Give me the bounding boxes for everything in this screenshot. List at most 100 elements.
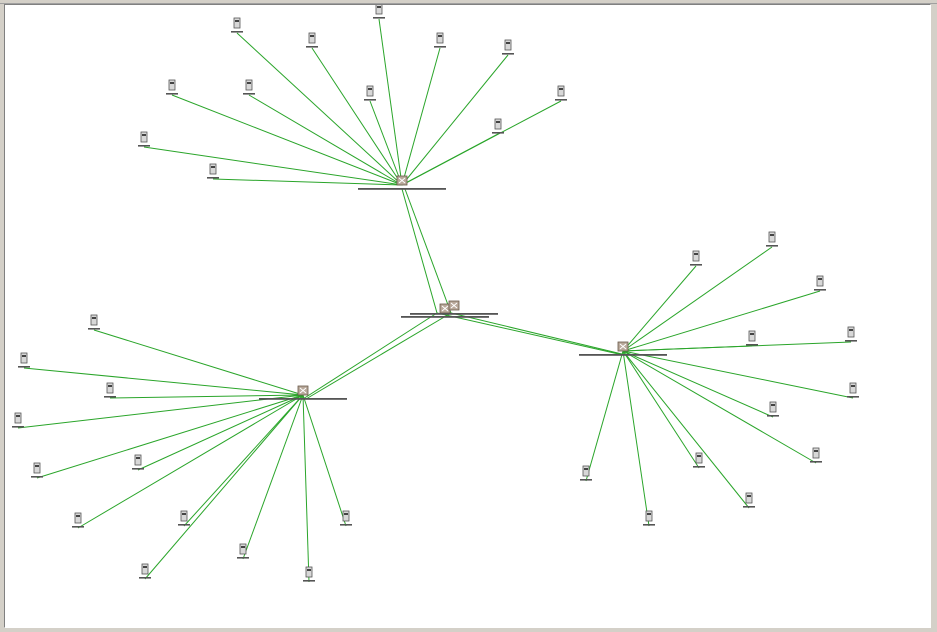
host-drive-slot bbox=[247, 82, 251, 84]
link-host-13 bbox=[23, 367, 304, 396]
host-tower-shape bbox=[769, 401, 777, 413]
host-computer-icon[interactable] bbox=[555, 85, 567, 101]
host-computer-icon[interactable] bbox=[166, 79, 178, 95]
host-label-mark bbox=[139, 577, 151, 579]
host-tower-shape bbox=[140, 131, 148, 143]
link-host-9 bbox=[401, 133, 499, 186]
host-label-mark bbox=[743, 506, 755, 508]
link-host-23 bbox=[302, 394, 310, 583]
host-label-mark bbox=[555, 99, 567, 101]
switch-cross-mark bbox=[441, 305, 449, 312]
network-topology-canvas[interactable] bbox=[4, 4, 931, 628]
host-tower-shape bbox=[816, 275, 824, 287]
host-tower-shape bbox=[233, 17, 241, 29]
host-computer-icon[interactable] bbox=[243, 79, 255, 95]
host-label-mark bbox=[766, 245, 778, 247]
host-tower-shape bbox=[106, 382, 114, 394]
host-computer-icon[interactable] bbox=[139, 563, 151, 579]
host-computer-icon[interactable] bbox=[306, 32, 318, 48]
link-host-24 bbox=[622, 246, 773, 352]
host-computer-icon[interactable] bbox=[72, 512, 84, 528]
host-computer-icon[interactable] bbox=[132, 454, 144, 470]
host-computer-icon[interactable] bbox=[104, 382, 116, 398]
switch-right-icon[interactable] bbox=[579, 341, 667, 356]
host-computer-icon[interactable] bbox=[767, 401, 779, 417]
host-computer-icon[interactable] bbox=[12, 412, 24, 428]
host-tower-shape bbox=[645, 510, 653, 522]
host-computer-icon[interactable] bbox=[492, 118, 504, 134]
host-label-mark bbox=[767, 415, 779, 417]
host-drive-slot bbox=[559, 88, 563, 90]
link-host-18 bbox=[77, 394, 304, 529]
host-computer-icon[interactable] bbox=[766, 231, 778, 247]
host-drive-slot bbox=[770, 234, 774, 236]
switch-cross-mark bbox=[450, 302, 458, 309]
switch-cross-mark bbox=[619, 343, 627, 350]
host-computer-icon[interactable] bbox=[340, 510, 352, 526]
switch-left-icon[interactable] bbox=[259, 385, 347, 400]
host-computer-icon[interactable] bbox=[810, 447, 822, 463]
host-tower-shape bbox=[504, 39, 512, 51]
host-computer-icon[interactable] bbox=[690, 250, 702, 266]
link-host-14 bbox=[109, 394, 304, 399]
link-host-2 bbox=[311, 47, 403, 186]
host-tower-shape bbox=[695, 452, 703, 464]
host-tower-shape bbox=[375, 5, 383, 15]
host-computer-icon[interactable] bbox=[502, 39, 514, 55]
host-tower-shape bbox=[141, 563, 149, 575]
host-computer-icon[interactable] bbox=[31, 462, 43, 478]
host-tower-shape bbox=[494, 118, 502, 130]
host-computer-icon[interactable] bbox=[231, 17, 243, 33]
host-drive-slot bbox=[584, 468, 588, 470]
host-computer-icon[interactable] bbox=[847, 382, 859, 398]
link-host-35 bbox=[622, 350, 650, 527]
link-host-25 bbox=[622, 265, 697, 352]
host-label-mark bbox=[243, 93, 255, 95]
host-computer-icon[interactable] bbox=[743, 492, 755, 508]
host-label-mark bbox=[104, 396, 116, 398]
link-top-core bbox=[401, 188, 438, 314]
host-tower-shape bbox=[308, 32, 316, 44]
host-drive-slot bbox=[108, 385, 112, 387]
link-host-22 bbox=[144, 394, 304, 580]
host-computer-icon[interactable] bbox=[814, 275, 826, 291]
switch-core-b-icon[interactable] bbox=[410, 300, 498, 315]
host-computer-icon[interactable] bbox=[643, 510, 655, 526]
host-computer-icon[interactable] bbox=[138, 131, 150, 147]
host-computer-icon[interactable] bbox=[18, 352, 30, 368]
host-drive-slot bbox=[143, 566, 147, 568]
link-host-16 bbox=[137, 394, 304, 471]
host-tower-shape bbox=[134, 454, 142, 466]
host-drive-slot bbox=[506, 42, 510, 44]
link-host-29 bbox=[622, 350, 854, 399]
host-computer-icon[interactable] bbox=[693, 452, 705, 468]
host-computer-icon[interactable] bbox=[373, 5, 385, 19]
host-computer-icon[interactable] bbox=[364, 85, 376, 101]
host-tower-shape bbox=[305, 566, 313, 578]
host-tower-shape bbox=[180, 510, 188, 522]
host-label-mark bbox=[690, 264, 702, 266]
host-computer-icon[interactable] bbox=[580, 465, 592, 481]
host-drive-slot bbox=[851, 385, 855, 387]
link-host-3 bbox=[401, 47, 441, 186]
host-tower-shape bbox=[745, 492, 753, 504]
link-host-33 bbox=[622, 350, 750, 509]
switch-core-icon[interactable] bbox=[401, 303, 489, 318]
host-computer-icon[interactable] bbox=[746, 330, 758, 346]
host-tower-shape bbox=[74, 512, 82, 524]
host-computer-icon[interactable] bbox=[845, 326, 857, 342]
host-computer-icon[interactable] bbox=[88, 314, 100, 330]
host-computer-icon[interactable] bbox=[303, 566, 315, 582]
host-computer-icon[interactable] bbox=[207, 163, 219, 179]
host-computer-icon[interactable] bbox=[237, 543, 249, 559]
link-host-17 bbox=[36, 394, 304, 479]
host-label-mark bbox=[845, 340, 857, 342]
link-host-32 bbox=[622, 350, 700, 469]
host-label-mark bbox=[746, 344, 758, 346]
host-computer-icon[interactable] bbox=[178, 510, 190, 526]
link-host-4 bbox=[401, 54, 509, 186]
link-host-5 bbox=[171, 94, 403, 186]
host-computer-icon[interactable] bbox=[434, 32, 446, 48]
switch-top-icon[interactable] bbox=[358, 175, 446, 190]
